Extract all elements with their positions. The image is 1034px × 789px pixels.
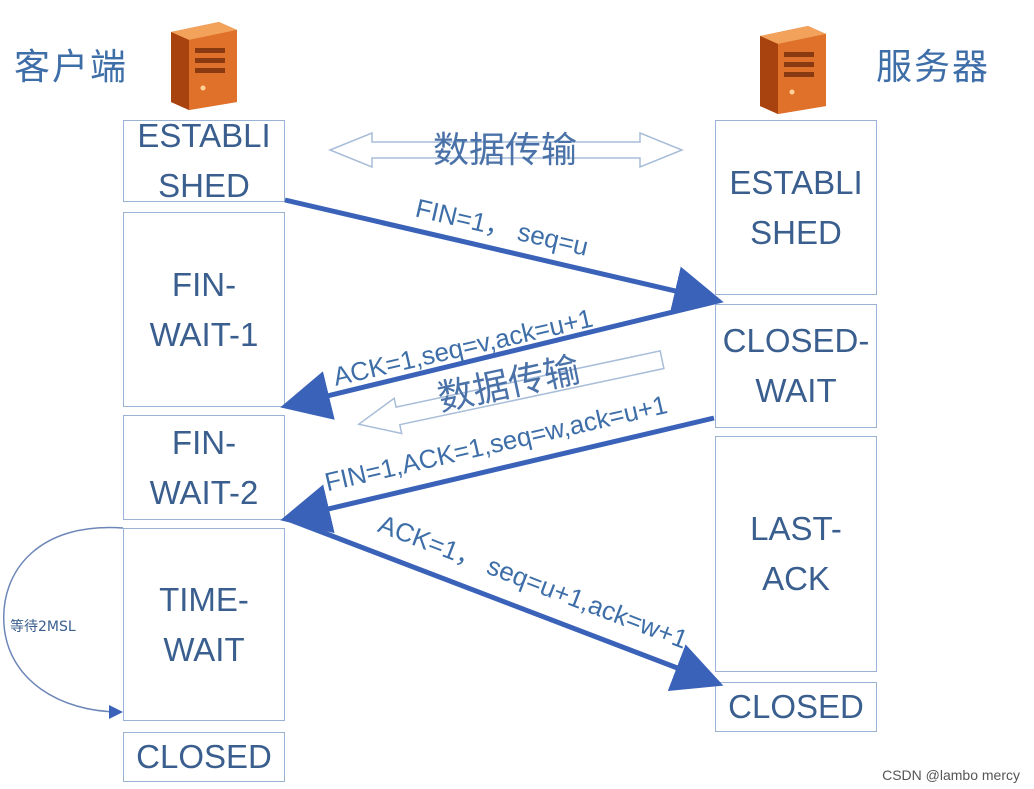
wait-2msl-label: 等待2MSL bbox=[10, 618, 76, 635]
server-server-icon bbox=[760, 26, 826, 114]
server-state-closed-wait: CLOSED- WAIT bbox=[715, 304, 877, 428]
client-state-time-wait: TIME- WAIT bbox=[123, 528, 285, 721]
client-state-established: ESTABLI SHED bbox=[123, 117, 285, 204]
data-transfer-top-label: 数据传输 bbox=[433, 130, 577, 171]
server-state-established: ESTABLI SHED bbox=[715, 120, 877, 295]
data-transfer-top-arrow bbox=[328, 131, 684, 169]
client-state-fin-wait-1: FIN- WAIT-1 bbox=[123, 212, 285, 407]
data-transfer-middle-arrow bbox=[357, 350, 665, 435]
final-ack-message-label: ACK=1， seq=u+1,ack=w+1 bbox=[374, 509, 692, 655]
client-title: 客户端 bbox=[14, 47, 129, 88]
server-title: 服务器 bbox=[876, 47, 991, 88]
server-state-last-ack: LAST- ACK bbox=[715, 436, 877, 672]
fin-arrow-client-to-server bbox=[284, 197, 724, 316]
client-state-fin-wait-2: FIN- WAIT-2 bbox=[123, 415, 285, 520]
client-state-closed: CLOSED bbox=[123, 732, 285, 782]
final-ack-arrow-client-to-server bbox=[284, 515, 724, 692]
server-state-closed: CLOSED bbox=[715, 682, 877, 732]
ack-arrow-server-to-client bbox=[280, 299, 715, 420]
wait-2msl-curve bbox=[3, 526, 124, 719]
watermark: CSDN @lambo mercy bbox=[882, 767, 1020, 783]
client-server-icon bbox=[171, 22, 237, 110]
fin-ack-arrow-server-to-client bbox=[280, 415, 715, 534]
